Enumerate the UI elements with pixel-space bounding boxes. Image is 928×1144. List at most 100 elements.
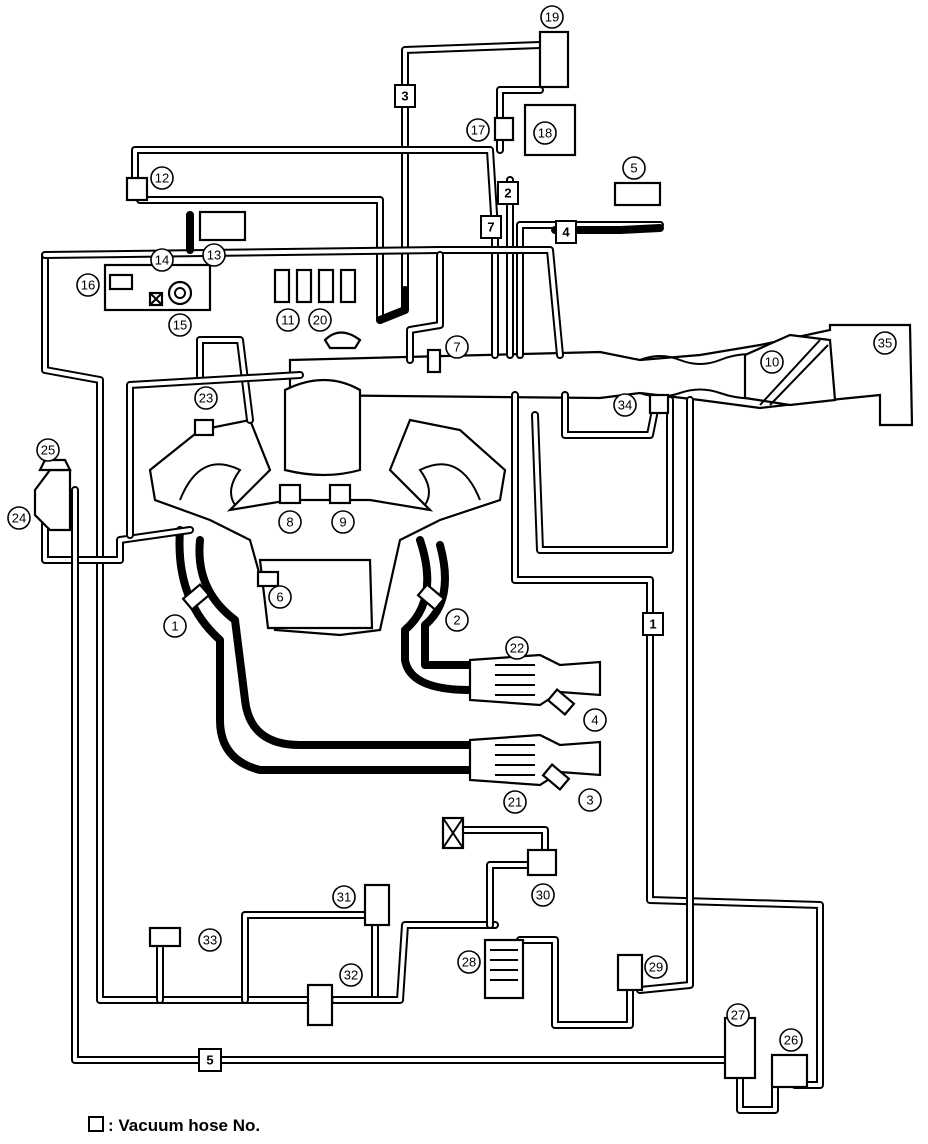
callout-26: 26 [779,1028,803,1052]
callout-11: 11 [276,308,300,332]
svg-text:4: 4 [591,713,598,728]
callout-13: 13 [202,243,226,267]
svg-text:6: 6 [276,590,283,605]
callout-12: 12 [150,166,174,190]
solenoid-valve-13 [198,210,247,242]
callout-23: 23 [194,386,218,410]
svg-text:17: 17 [471,123,485,138]
legend-box-icon [88,1116,104,1132]
sensor-6 [256,570,280,588]
svg-text:13: 13 [207,248,221,263]
svg-text:5: 5 [630,161,637,176]
svg-text:8: 8 [286,515,293,530]
svg-text:7: 7 [453,340,460,355]
callout-20: 20 [308,308,332,332]
svg-text:15: 15 [173,318,187,333]
svg-text:26: 26 [784,1033,798,1048]
svg-text:27: 27 [731,1008,745,1023]
callout-24: 24 [7,506,31,530]
callout-31: 31 [332,885,356,909]
callout-7: 7 [445,335,469,359]
svg-text:24: 24 [12,511,26,526]
svg-text:5: 5 [206,1053,213,1068]
svg-text:14: 14 [155,253,169,268]
svg-text:1: 1 [171,619,178,634]
svg-text:4: 4 [562,225,570,240]
svg-text:3: 3 [586,793,593,808]
callout-28: 28 [457,950,481,974]
valve-12 [125,176,149,202]
valve-26 [770,1053,809,1089]
valve-19 [538,30,570,89]
chamber-5 [613,181,662,207]
svg-text:30: 30 [536,888,550,903]
callout-35: 35 [873,331,897,355]
sensor-8 [278,483,302,505]
callout-19: 19 [540,5,564,29]
cap-25 [38,458,72,472]
callout-34: 34 [613,393,637,417]
callout-21: 21 [503,790,527,814]
legend: : Vacuum hose No. [88,1116,260,1136]
svg-text:19: 19 [545,10,559,25]
callout-6: 6 [268,585,292,609]
svg-text:29: 29 [649,960,663,975]
sensor-7 [426,348,442,374]
valve-31 [363,883,391,927]
callout-15: 15 [168,313,192,337]
svg-text:12: 12 [155,171,169,186]
callout-4: 4 [583,708,607,732]
svg-text:1: 1 [649,617,656,632]
callout-29: 29 [644,955,668,979]
callout-33: 33 [198,928,222,952]
valve-20 [323,331,362,350]
injectors [273,268,357,304]
sensor-1 [181,583,211,611]
svg-text:3: 3 [401,89,408,104]
svg-text:9: 9 [339,515,346,530]
actuator-24-25 [33,468,72,532]
svg-text:22: 22 [510,641,524,656]
svg-text:7: 7 [487,220,494,235]
vacuum-hose-label-1: 1 [642,612,664,636]
vacuum-hoses [41,41,824,1114]
sensor-9 [328,483,352,505]
callout-25: 25 [36,438,60,462]
svg-text:2: 2 [504,186,511,201]
callout-14: 14 [150,248,174,272]
svg-text:21: 21 [508,795,522,810]
sensor-4 [546,688,576,716]
svg-text:34: 34 [618,398,632,413]
vacuum-hose-label-3: 3 [394,84,416,108]
svg-text:35: 35 [878,336,892,351]
valve-27 [723,1016,757,1080]
callout-10: 10 [760,350,784,374]
svg-text:10: 10 [765,355,779,370]
callout-9: 9 [331,510,355,534]
svg-text:28: 28 [462,955,476,970]
callout-30: 30 [531,883,555,907]
svg-text:18: 18 [538,126,552,141]
valve-17 [493,116,515,142]
svg-text:31: 31 [337,890,351,905]
svg-text:23: 23 [199,391,213,406]
engine-block [148,378,507,637]
valve-34 [648,393,670,415]
svg-text:11: 11 [281,313,295,328]
sensor-3 [541,763,571,791]
callout-8: 8 [278,510,302,534]
valve-32 [306,983,334,1027]
callout-5: 5 [622,156,646,180]
callout-18: 18 [533,121,557,145]
callout-32: 32 [339,963,363,987]
svg-text:32: 32 [344,968,358,983]
svg-text:25: 25 [41,443,55,458]
callout-1: 1 [163,614,187,638]
callout-16: 16 [76,273,100,297]
vacuum-hose-label-4: 4 [555,220,577,244]
callout-17: 17 [466,118,490,142]
sensor-2 [416,583,446,611]
svg-text:16: 16 [81,278,95,293]
control-box [103,263,212,312]
svg-text:33: 33 [203,933,217,948]
